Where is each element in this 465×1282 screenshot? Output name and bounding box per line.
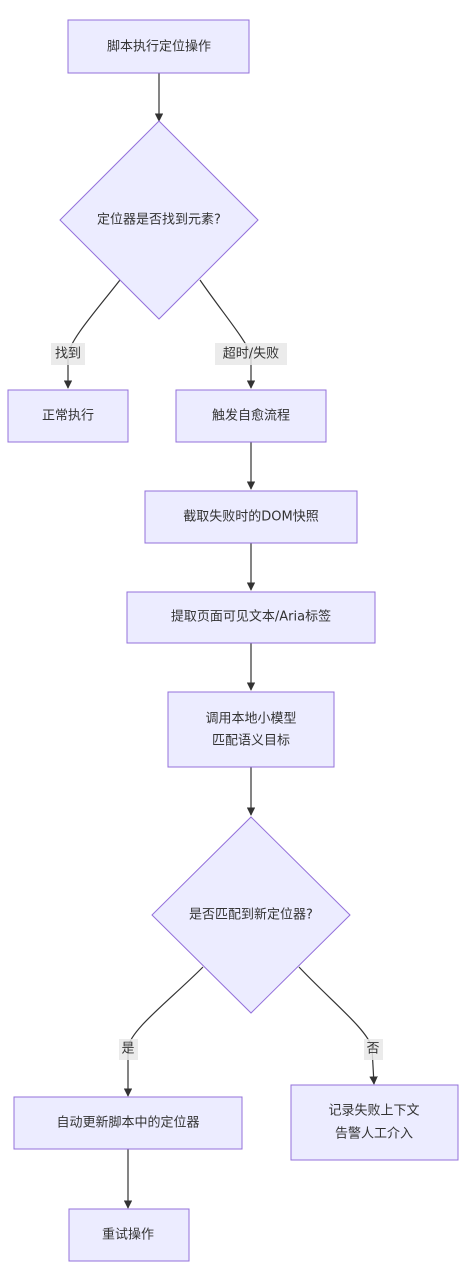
node-trigger-heal: 触发自愈流程 [175,389,327,443]
node-log-alert: 记录失败上下文 告警人工介入 [290,1084,459,1161]
node-start: 脚本执行定位操作 [67,19,250,74]
node-log-alert-line-2: 告警人工介入 [335,1126,413,1142]
node-capture-dom-label: 截取失败时的DOM快照 [183,509,318,525]
edge-label-found: 找到 [51,343,85,365]
node-extract-text-label: 提取页面可见文本/Aria标签 [171,609,331,625]
edge-label-no-text: 否 [366,1042,379,1057]
node-call-model-line-1: 调用本地小模型 [205,712,296,727]
node-retry-label: 重试操作 [102,1227,154,1243]
edge-checkmatch-to-update [123,966,204,1097]
node-call-model-line-2: 匹配语义目标 [212,734,290,749]
node-check-match: 是否匹配到新定位器? [151,816,351,1014]
node-trigger-heal-label: 触发自愈流程 [212,408,290,424]
edge-label-no: 否 [364,1039,383,1060]
edge-checkmatch-to-log [298,966,378,1085]
node-check-element-label: 定位器是否找到元素? [97,213,221,228]
edge-label-found-text: 找到 [55,347,81,362]
node-start-label: 脚本执行定位操作 [107,39,211,55]
node-call-model: 调用本地小模型 匹配语义目标 [167,691,335,768]
node-extract-text: 提取页面可见文本/Aria标签 [126,591,376,644]
node-normal-exec: 正常执行 [7,389,129,443]
node-check-element: 定位器是否找到元素? [59,120,259,320]
node-capture-dom: 截取失败时的DOM快照 [144,490,358,544]
edge-label-yes-text: 是 [121,1042,134,1057]
node-check-match-label: 是否匹配到新定位器? [189,907,313,923]
edge-check-to-heal [199,279,256,389]
node-normal-exec-label: 正常执行 [42,409,94,424]
node-retry: 重试操作 [68,1208,190,1262]
edge-check-to-normal [63,279,121,389]
node-update-script: 自动更新脚本中的定位器 [13,1096,243,1150]
node-log-alert-line-1: 记录失败上下文 [328,1104,419,1119]
node-update-script-label: 自动更新脚本中的定位器 [56,1115,199,1131]
edge-label-yes: 是 [119,1039,138,1060]
edge-label-timeout-fail-text: 超时/失败 [223,347,279,362]
edge-label-timeout-fail: 超时/失败 [215,343,287,365]
